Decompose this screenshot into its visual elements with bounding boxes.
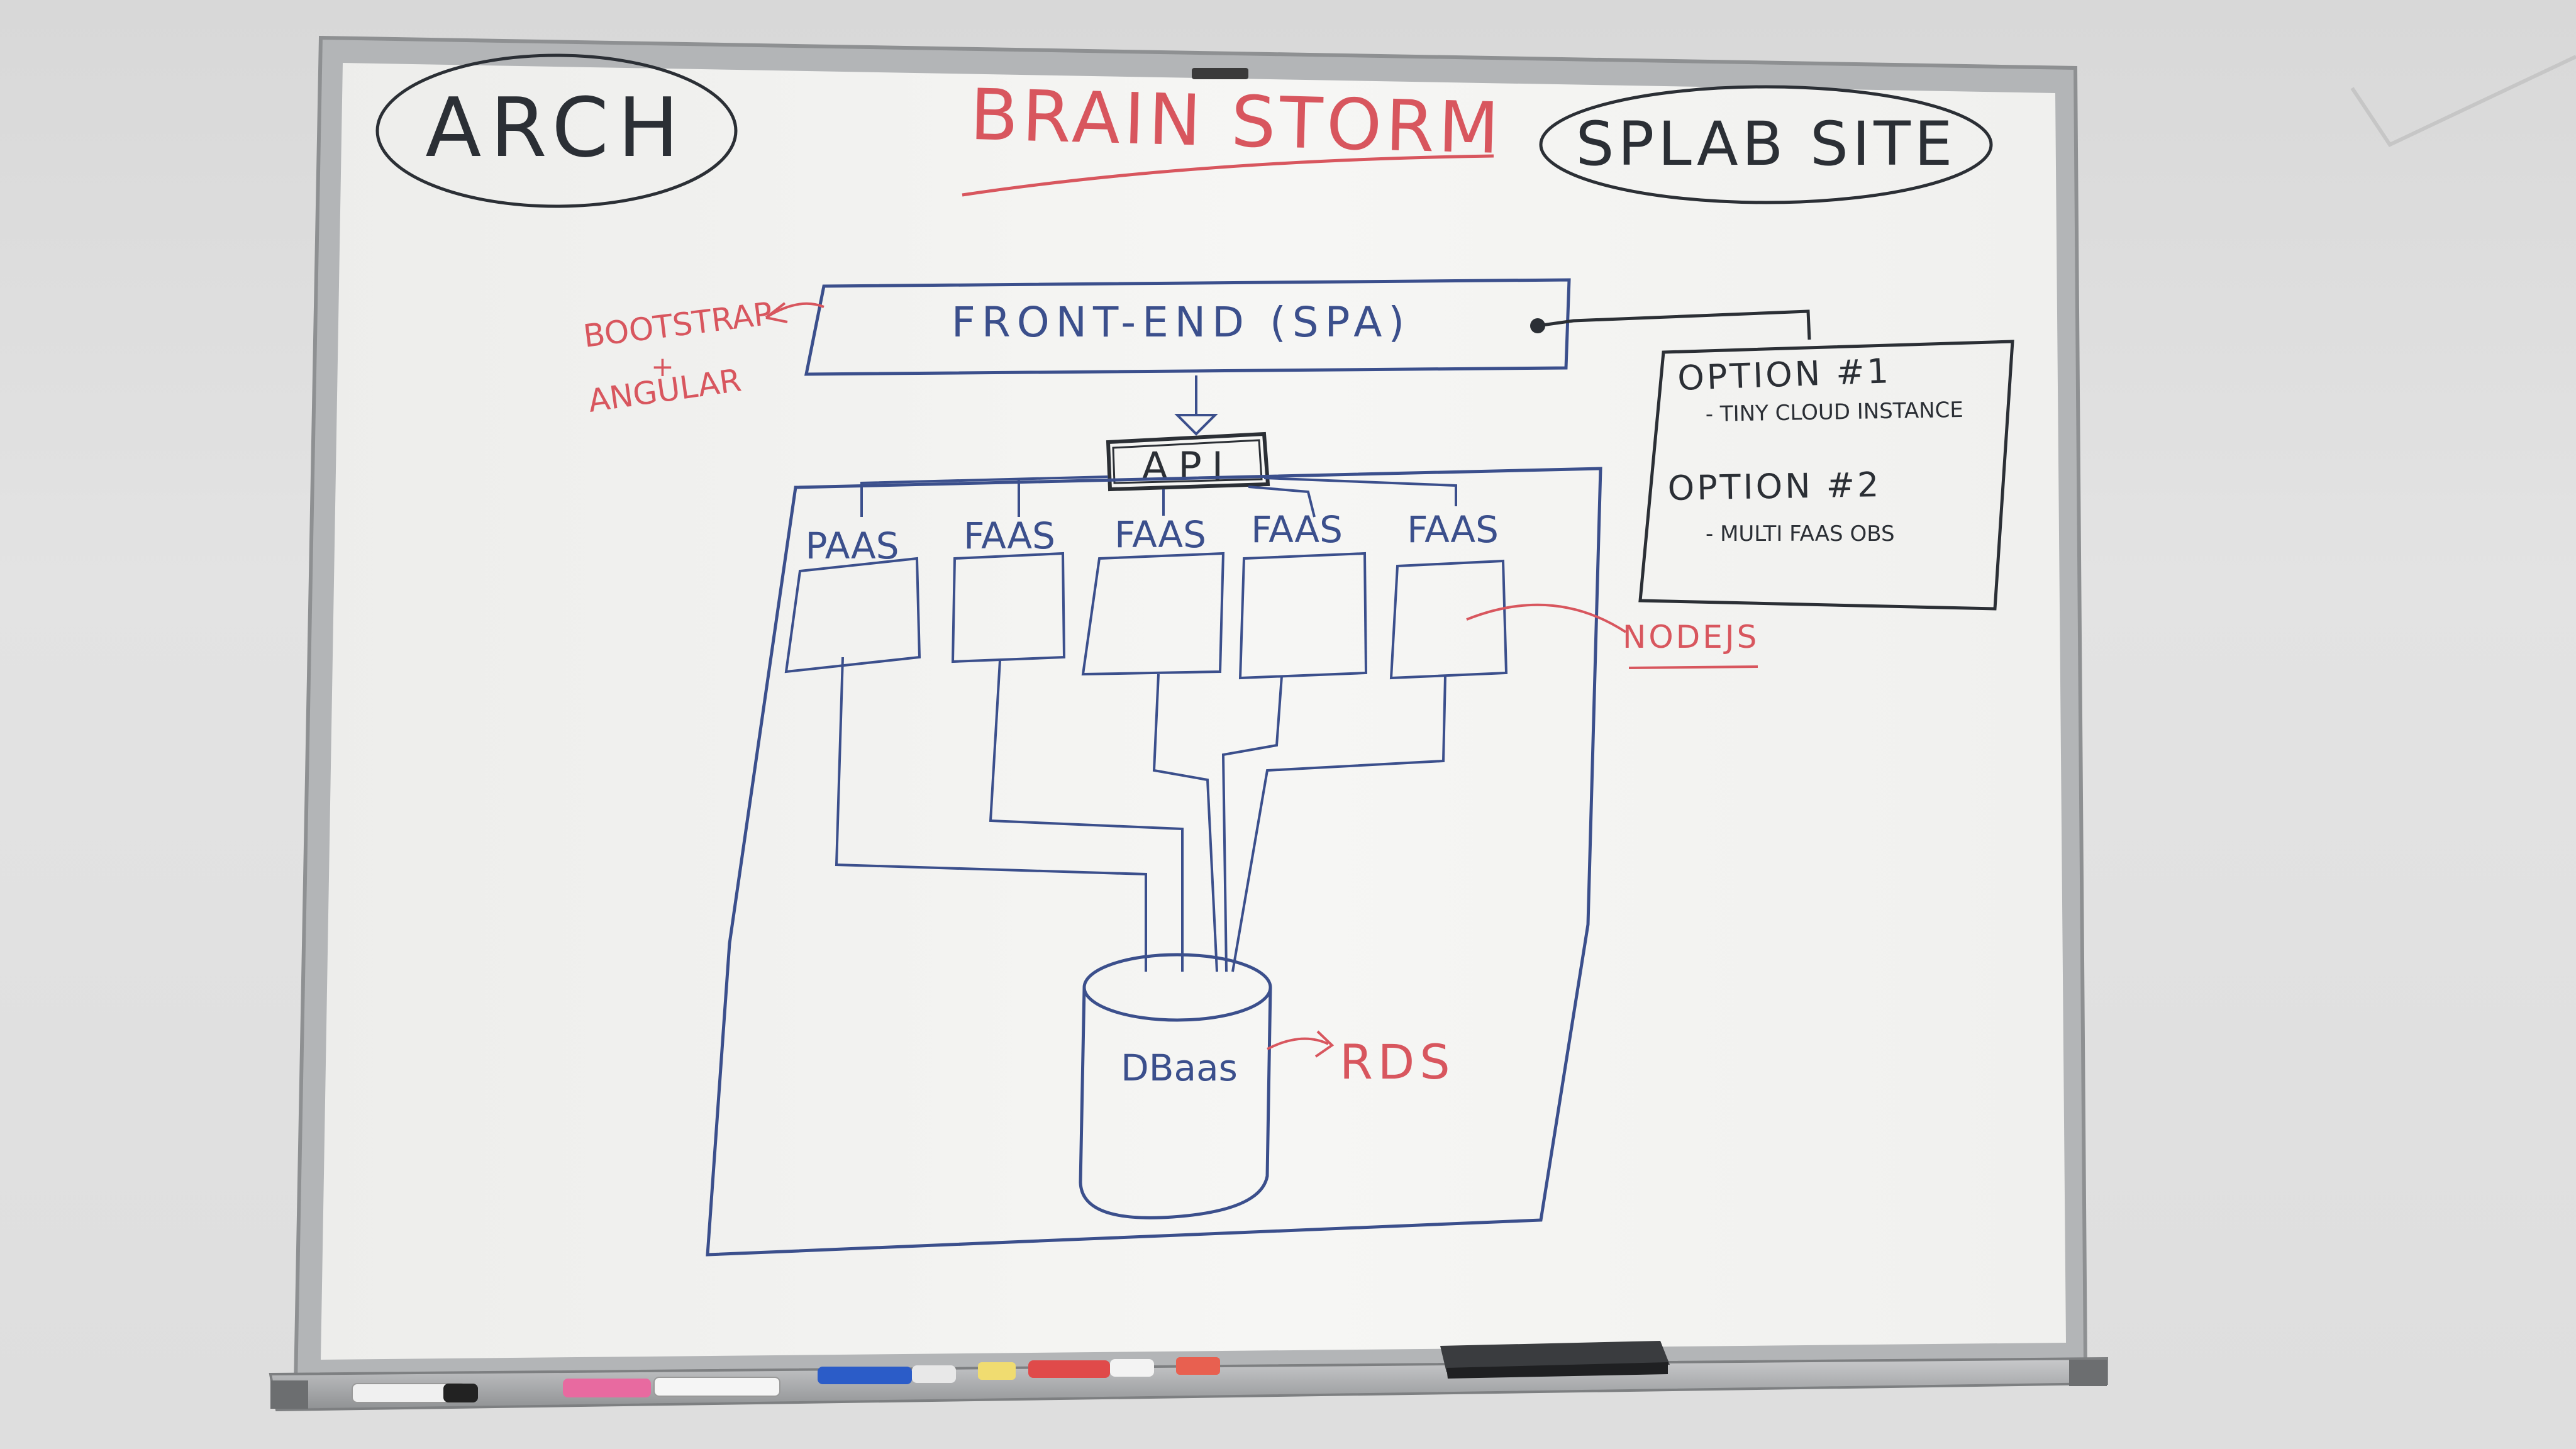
eraser[interactable] — [1440, 1341, 1670, 1379]
db-connector-3 — [1152, 674, 1218, 972]
brainstorm-title: BRAIN STORM — [969, 74, 1504, 170]
frontend-box — [804, 278, 1571, 376]
api-branch-lines — [860, 475, 1457, 518]
whiteboard-surface — [321, 63, 2066, 1360]
frame-top-clip — [1192, 68, 1248, 79]
marker-set[interactable] — [352, 1357, 1220, 1403]
arch-label: ARCH — [425, 80, 687, 175]
bootstrap-arrow — [765, 302, 824, 323]
db-connector-2 — [989, 660, 1184, 972]
option2-detail: - MULTI FAAS OBS — [1706, 521, 1895, 547]
title-underline — [962, 154, 1494, 197]
service-box-3 — [1081, 552, 1225, 676]
arch-circle — [375, 53, 738, 208]
service-label-3: FAAS — [1114, 513, 1206, 556]
database-label: DBaas — [1121, 1046, 1238, 1089]
service-box-2 — [951, 552, 1066, 663]
service-box-5 — [1389, 559, 1508, 680]
marker-red[interactable] — [1028, 1360, 1110, 1378]
db-connector-4 — [1221, 675, 1283, 972]
marker-pink[interactable] — [563, 1379, 651, 1397]
service-label-4: FAAS — [1251, 508, 1343, 551]
service-box-1 — [784, 557, 921, 674]
api-label: API — [1141, 443, 1233, 489]
rds-note: RDS — [1340, 1034, 1455, 1090]
api-box — [1106, 431, 1270, 492]
options-box — [1638, 340, 2014, 611]
frontend-to-options-line — [1537, 309, 1811, 340]
tray-end-left — [270, 1380, 308, 1409]
nodejs-arrow — [1466, 603, 1627, 633]
marker-blue[interactable] — [818, 1367, 912, 1384]
marker-yellow[interactable] — [978, 1362, 1016, 1380]
option2-title: OPTION #2 — [1667, 465, 1882, 508]
service-box-4 — [1238, 552, 1368, 680]
marker-red-2[interactable] — [1176, 1357, 1220, 1375]
wall-corner-line — [2350, 55, 2576, 147]
db-connector-5 — [1231, 675, 1446, 972]
nodejs-underline — [1628, 665, 1758, 669]
rds-arrow — [1267, 1030, 1335, 1058]
option1-detail: - TINY CLOUD INSTANCE — [1705, 397, 1963, 427]
database-cylinder — [1079, 953, 1272, 1219]
service-label-1: PAAS — [805, 525, 899, 567]
splab-label: SPLAB SITE — [1575, 109, 1956, 179]
marker-white[interactable] — [653, 1377, 780, 1397]
nodejs-note: NODEJS — [1623, 619, 1759, 655]
frontend-label: FRONT-END (SPA) — [952, 298, 1411, 347]
db-connector-1 — [835, 657, 1147, 972]
services-container — [706, 467, 1602, 1257]
option1-title: OPTION #1 — [1677, 351, 1892, 398]
tray-end-right — [2069, 1360, 2107, 1386]
service-label-2: FAAS — [963, 514, 1055, 557]
note-plus: + — [651, 351, 674, 383]
splab-circle — [1539, 85, 1993, 204]
service-label-5: FAAS — [1407, 508, 1499, 551]
frontend-to-api-arrow — [1174, 375, 1218, 436]
